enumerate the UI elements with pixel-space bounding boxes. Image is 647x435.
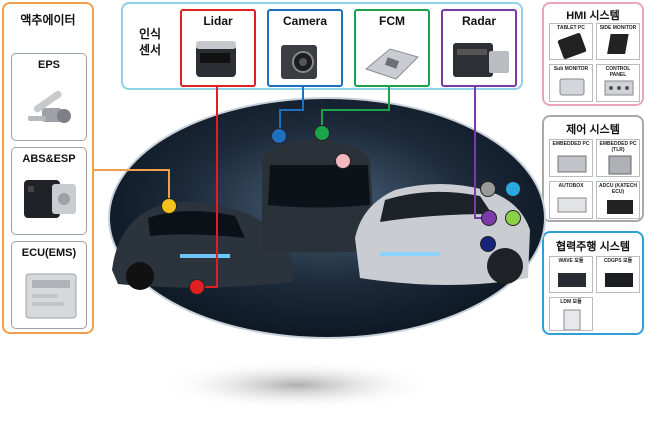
connector-actuator bbox=[94, 169, 170, 205]
hmi-item: CONTROL PANEL bbox=[596, 64, 640, 102]
camera-dot bbox=[271, 128, 287, 144]
hmi-item: TABLET PC bbox=[549, 23, 593, 60]
actuator-dot bbox=[161, 198, 177, 214]
coop-item-label: CDGPS 모듈 bbox=[603, 258, 633, 264]
actuator-title: 액추에이터 bbox=[20, 13, 76, 27]
sensor-title-line2: 센서 bbox=[138, 43, 162, 57]
coop-item-label: LDM 모듈 bbox=[560, 299, 582, 305]
actuator-panel: 액추에이터 EPS ABS&ESP ECU(EMS) bbox=[2, 2, 94, 334]
control-panel: 제어 시스템 EMBEDDED PC EMBEDDED PC (TLR) AUT… bbox=[542, 115, 644, 222]
right-car bbox=[355, 184, 530, 285]
fcm-image bbox=[364, 48, 419, 80]
sensor-camera: Camera bbox=[267, 9, 343, 87]
sensor-label: Camera bbox=[282, 14, 328, 28]
sub-monitor-icon bbox=[559, 78, 585, 96]
wave-module-icon bbox=[558, 273, 586, 287]
embedded-pc-icon bbox=[557, 155, 587, 173]
adcu-icon bbox=[607, 200, 633, 214]
radar-image bbox=[453, 43, 509, 77]
monitor-icon bbox=[607, 34, 629, 54]
actuator-card-abs: ABS&ESP bbox=[11, 147, 87, 235]
sensor-fcm: FCM bbox=[354, 9, 430, 87]
extra-navy-dot bbox=[480, 236, 496, 252]
fcm-dot bbox=[314, 125, 330, 141]
actuator-card-ecu: ECU(EMS) bbox=[11, 241, 87, 329]
radar-dot bbox=[481, 210, 497, 226]
tablet-icon bbox=[557, 33, 587, 59]
actuator-card-label: ECU(EMS) bbox=[21, 247, 77, 259]
ecu-image bbox=[25, 273, 77, 319]
coop-item: LDM 모듈 bbox=[549, 297, 593, 331]
coop-title: 협력주행 시스템 bbox=[556, 241, 630, 253]
actuator-card-label: ABS&ESP bbox=[22, 153, 76, 165]
sensor-title: 인식 센서 bbox=[131, 26, 169, 58]
coop-panel: 협력주행 시스템 WAVE 모듈 CDGPS 모듈 LDM 모듈 bbox=[542, 231, 644, 335]
coop-dot bbox=[505, 181, 521, 197]
autobox-icon bbox=[557, 197, 587, 213]
hmi-item-label: SIDE MONITOR bbox=[599, 25, 637, 31]
abs-image bbox=[24, 180, 76, 218]
hmi-item-label: Sub MONITOR bbox=[553, 66, 589, 72]
hmi-panel: HMI 시스템 TABLET PC SIDE MONITOR Sub MONIT… bbox=[542, 2, 644, 106]
embedded-pc-tlr-icon bbox=[608, 155, 632, 175]
sensor-radar: Radar bbox=[441, 9, 517, 87]
hmi-item: Sub MONITOR bbox=[549, 64, 593, 102]
control-panel-icon bbox=[604, 80, 634, 96]
connector-camera bbox=[279, 87, 304, 135]
coop-item: CDGPS 모듈 bbox=[596, 256, 640, 293]
connector-fcm bbox=[321, 87, 390, 133]
ldm-module-icon bbox=[563, 309, 581, 330]
control-item-label: ADCU (KATECH ECU) bbox=[599, 183, 637, 195]
hmi-item: SIDE MONITOR bbox=[596, 23, 640, 60]
hmi-title: HMI 시스템 bbox=[566, 10, 620, 22]
control-title: 제어 시스템 bbox=[566, 124, 620, 136]
control-item-label: EMBEDDED PC bbox=[552, 141, 590, 147]
control-item-label: EMBEDDED PC (TLR) bbox=[599, 141, 637, 153]
control-item-label: AUTOBOX bbox=[558, 183, 584, 189]
cdgps-module-icon bbox=[605, 273, 633, 287]
sensor-title-line1: 인식 bbox=[138, 27, 162, 41]
sensor-label: Lidar bbox=[203, 14, 233, 28]
camera-image bbox=[281, 45, 317, 79]
left-car bbox=[112, 201, 292, 290]
extra-green-dot bbox=[505, 210, 521, 226]
hmi-item-label: TABLET PC bbox=[557, 25, 585, 31]
lidar-dot bbox=[189, 279, 205, 295]
floor-shadow bbox=[157, 360, 437, 410]
hmi-dot bbox=[335, 153, 351, 169]
control-item: ADCU (KATECH ECU) bbox=[596, 181, 640, 219]
actuator-card-label: EPS bbox=[37, 59, 60, 71]
sensor-label: Radar bbox=[461, 14, 496, 28]
coop-item-label: WAVE 모듈 bbox=[558, 258, 584, 264]
control-item: AUTOBOX bbox=[549, 181, 593, 219]
control-item: EMBEDDED PC bbox=[549, 139, 593, 177]
control-item: EMBEDDED PC (TLR) bbox=[596, 139, 640, 177]
eps-image bbox=[28, 90, 71, 123]
control-dot bbox=[480, 181, 496, 197]
sensor-panel: 인식 센서 Lidar Camera FCM Radar bbox=[121, 2, 523, 90]
hmi-item-label: CONTROL PANEL bbox=[605, 66, 631, 78]
lidar-image bbox=[196, 41, 236, 77]
sensor-label: FCM bbox=[379, 14, 405, 28]
coop-item: WAVE 모듈 bbox=[549, 256, 593, 293]
middle-car bbox=[262, 140, 375, 253]
actuator-card-eps: EPS bbox=[11, 53, 87, 141]
sensor-lidar: Lidar bbox=[180, 9, 256, 87]
